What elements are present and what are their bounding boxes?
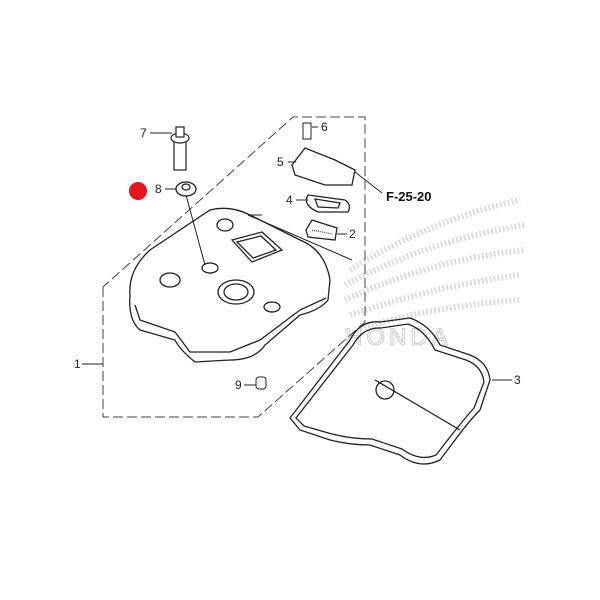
bolt-part-6: [302, 122, 312, 140]
callout-8[interactable]: 8: [155, 182, 162, 196]
honda-text-watermark: HONDA: [345, 324, 452, 351]
dowel-part-9: [255, 376, 267, 390]
bolt-part-7: [170, 126, 190, 171]
reference-label[interactable]: F-25-20: [386, 189, 432, 204]
honda-wing-watermark: [343, 197, 526, 331]
callout-3[interactable]: 3: [514, 373, 521, 387]
breather-part-5: [291, 147, 356, 186]
callout-4[interactable]: 4: [286, 193, 293, 207]
plate-part-2: [305, 219, 338, 241]
callout-2[interactable]: 2: [349, 227, 356, 241]
callout-7[interactable]: 7: [140, 126, 147, 140]
callout-1[interactable]: 1: [74, 357, 81, 371]
cylinder-head-cover: [129, 207, 331, 363]
gasket-part-4: [305, 194, 351, 213]
highlight-marker[interactable]: [129, 182, 147, 200]
group-frame: [102, 116, 366, 418]
callout-9[interactable]: 9: [235, 378, 242, 392]
gasket-part-3: [289, 317, 491, 465]
leader-lines: [82, 126, 512, 386]
washer-part-8: [175, 181, 197, 197]
callout-5[interactable]: 5: [277, 155, 284, 169]
callout-6[interactable]: 6: [321, 120, 328, 134]
